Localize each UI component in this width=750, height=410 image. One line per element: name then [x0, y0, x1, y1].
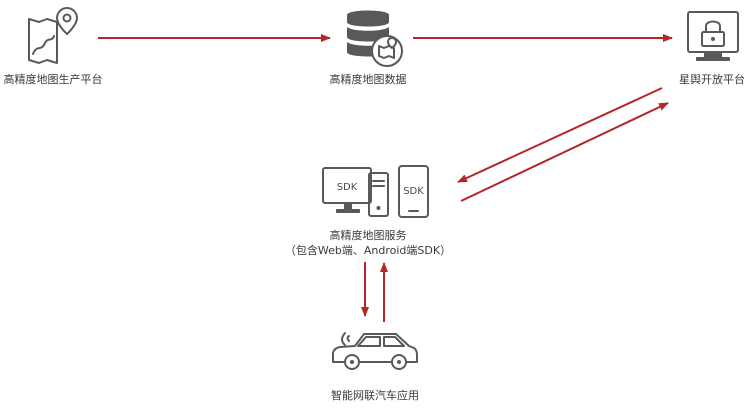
phone-sdk-text: SDK — [403, 186, 424, 197]
desktop-sdk-text: SDK — [337, 182, 358, 193]
edge-open-platform-to-service — [457, 87, 663, 183]
production-platform-label: 高精度地图生产平台 — [3, 73, 103, 86]
tower-icon — [368, 172, 389, 217]
monitor-lock-icon — [687, 11, 739, 61]
edge-service-to-open-platform — [460, 102, 669, 202]
map-pin-icon — [28, 7, 78, 64]
map-data-label: 高精度地图数据 — [329, 73, 407, 86]
car-app-label: 智能网联汽车应用 — [331, 389, 419, 402]
database-map-icon — [347, 10, 403, 67]
map-service-label: 高精度地图服务 — [329, 229, 407, 242]
map-service-sublabel: （包含Web端、Android端SDK） — [284, 244, 452, 257]
phone-icon — [398, 165, 429, 218]
open-platform-label: 星舆开放平台 — [679, 73, 745, 86]
devices-sdk-icon: SDK SDK — [322, 165, 429, 218]
connected-car-icon — [332, 332, 418, 370]
